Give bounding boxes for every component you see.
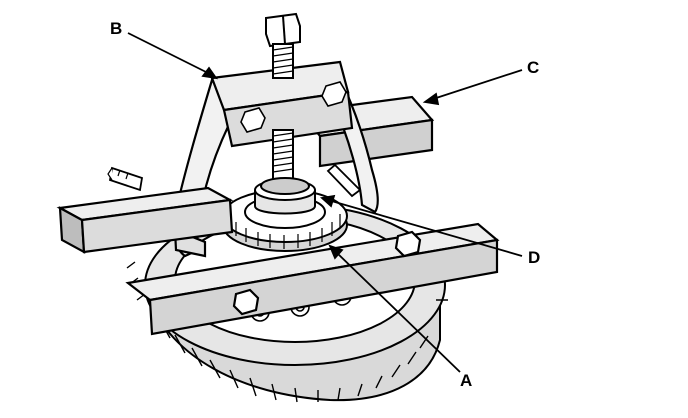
front-bar: [125, 222, 500, 336]
callout-a: A: [460, 371, 473, 390]
callout-b: B: [110, 19, 123, 38]
leader-c: [429, 69, 523, 101]
forcing-screw: [265, 12, 301, 181]
callout-d: D: [528, 248, 541, 267]
rear-bar: [56, 186, 234, 254]
bearing: [222, 177, 348, 252]
leader-d: [327, 199, 523, 257]
leader-lines: [127, 32, 523, 373]
side-stud: [107, 163, 362, 198]
leader-a: [335, 251, 461, 373]
puller-frame: [172, 60, 379, 258]
callout-c: C: [527, 58, 540, 77]
leader-b: [127, 32, 213, 76]
crosshead-bolts: [240, 81, 347, 133]
